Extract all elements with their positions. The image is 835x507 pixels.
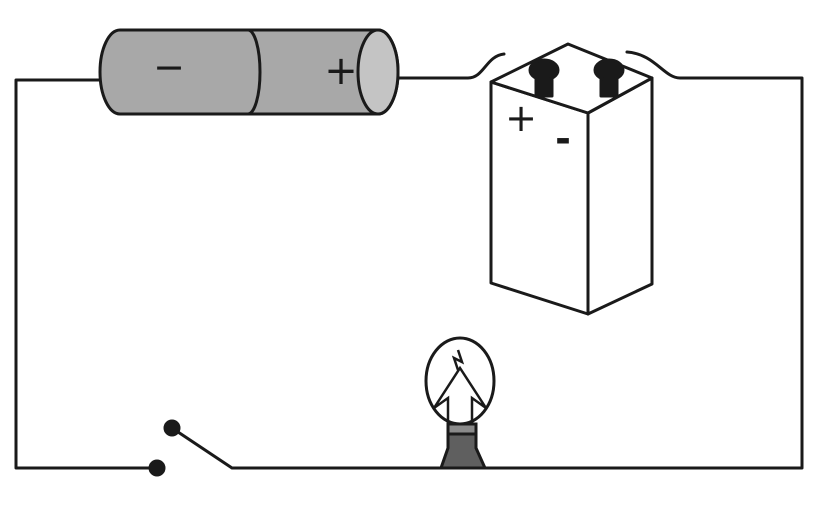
- light-bulb: [424, 336, 496, 470]
- light-bulb-base-collar: [446, 422, 478, 436]
- cylinder-battery-band: [247, 28, 262, 116]
- nine-volt-battery-negative-label: -: [555, 117, 571, 161]
- light-bulb-glass: [424, 336, 496, 426]
- open-switch: [148, 419, 233, 477]
- nine-volt-battery-positive-terminal: [528, 58, 560, 98]
- nine-volt-battery: + -: [489, 42, 654, 316]
- circuit-wires: [14, 50, 804, 470]
- nine-volt-battery-side: [586, 76, 654, 316]
- switch-pivot: [163, 419, 181, 437]
- nine-volt-battery-negative-terminal: [593, 58, 625, 98]
- wire-cell-to-9v-battery: [395, 52, 506, 80]
- cylinder-battery-positive-end: [356, 28, 400, 116]
- wire-9v-battery-to-right: [483, 50, 804, 470]
- cylinder-battery-positive-label: +: [324, 48, 358, 94]
- cylinder-battery-negative-label: −: [153, 45, 185, 89]
- light-bulb-filament: [432, 349, 488, 424]
- switch-contact: [148, 459, 166, 477]
- switch-lever: [171, 426, 233, 470]
- wire-left-top: [14, 78, 159, 470]
- cylinder-battery: − +: [98, 28, 400, 116]
- nine-volt-battery-positive-label: +: [505, 96, 537, 140]
